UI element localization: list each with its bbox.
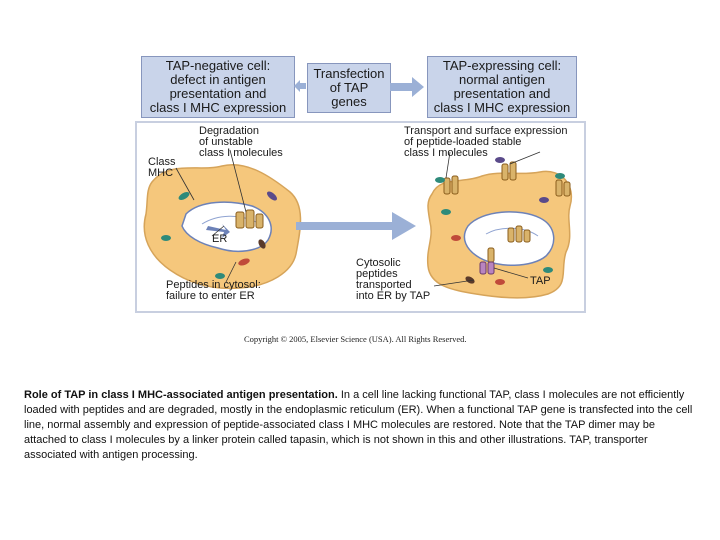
caption-title: Role of TAP in class I MHC-associated an… bbox=[24, 389, 338, 401]
header-transfection: Transfection of TAP genes bbox=[307, 63, 391, 113]
tap-transporter bbox=[479, 261, 495, 275]
label-peptides-cytosol-line: failure to enter ER bbox=[166, 290, 255, 302]
label-peptides-cytosol-line: Peptides in cytosol: bbox=[166, 279, 261, 291]
header-tap-expressing-line: TAP-expressing cell: bbox=[442, 58, 562, 73]
label-degradation-line: class I molecules bbox=[199, 147, 283, 159]
label-peptides-cytosol: Peptides in cytosol: failure to enter ER bbox=[166, 280, 261, 302]
label-degradation-line: of unstable bbox=[199, 136, 253, 148]
label-class-mhc-line: MHC bbox=[148, 167, 174, 179]
right-surface-molecules bbox=[443, 161, 571, 197]
label-cytosolic-line: peptides bbox=[356, 268, 398, 280]
header-tap-expressing-line: class I MHC expression bbox=[433, 100, 571, 115]
label-tap: TAP bbox=[530, 275, 551, 287]
label-degradation: Degradation of unstable class I molecule… bbox=[199, 126, 283, 159]
label-degradation-line: Degradation bbox=[199, 125, 259, 137]
left-peptides bbox=[161, 191, 277, 279]
label-transport-line: class I molecules bbox=[404, 147, 488, 159]
label-cytosolic-peptides: Cytosolic peptides transported into ER b… bbox=[356, 258, 430, 302]
label-transport: Transport and surface expression of pept… bbox=[404, 126, 567, 159]
header-transfection-line: genes bbox=[331, 94, 367, 109]
header-tap-expressing-line: presentation and bbox=[453, 86, 551, 101]
label-transport-line: Transport and surface expression bbox=[404, 125, 568, 137]
label-class-mhc: Class MHC bbox=[148, 157, 176, 179]
header-tap-expressing-line: normal antigen bbox=[458, 72, 545, 87]
right-surface-peptides bbox=[435, 157, 565, 183]
header-transfection-line: of TAP bbox=[329, 80, 369, 95]
header-tap-negative: TAP-negative cell: defect in antigen pre… bbox=[141, 56, 295, 118]
left-class-i-molecules bbox=[235, 209, 264, 229]
header-tap-negative-line: TAP-negative cell: bbox=[165, 58, 271, 73]
main-arrow bbox=[296, 212, 416, 240]
header-arrow-left bbox=[294, 80, 306, 92]
header-tap-negative-line: class I MHC expression bbox=[149, 100, 287, 115]
label-cytosolic-line: transported bbox=[356, 279, 412, 291]
label-er: ER bbox=[212, 233, 228, 245]
right-er-molecules bbox=[487, 225, 531, 263]
leader-lines bbox=[175, 149, 541, 287]
copyright-notice: Copyright © 2005, Elsevier Science (USA)… bbox=[244, 334, 467, 344]
label-cytosolic-line: Cytosolic bbox=[356, 257, 401, 269]
header-tap-expressing: TAP-expressing cell: normal antigen pres… bbox=[427, 56, 577, 118]
caption-body: In a cell line lacking functional TAP, c… bbox=[24, 389, 693, 461]
figure-caption: Role of TAP in class I MHC-associated an… bbox=[24, 388, 696, 463]
header-arrow-right bbox=[390, 77, 424, 97]
header-tap-negative-line: presentation and bbox=[169, 86, 267, 101]
label-class-mhc-line: Class bbox=[148, 156, 176, 168]
label-transport-line: of peptide-loaded stable bbox=[404, 136, 522, 148]
label-cytosolic-line: into ER by TAP bbox=[356, 290, 431, 302]
header-tap-negative-line: defect in antigen bbox=[170, 72, 266, 87]
header-transfection-line: Transfection bbox=[313, 66, 385, 81]
right-peptides bbox=[441, 197, 553, 285]
